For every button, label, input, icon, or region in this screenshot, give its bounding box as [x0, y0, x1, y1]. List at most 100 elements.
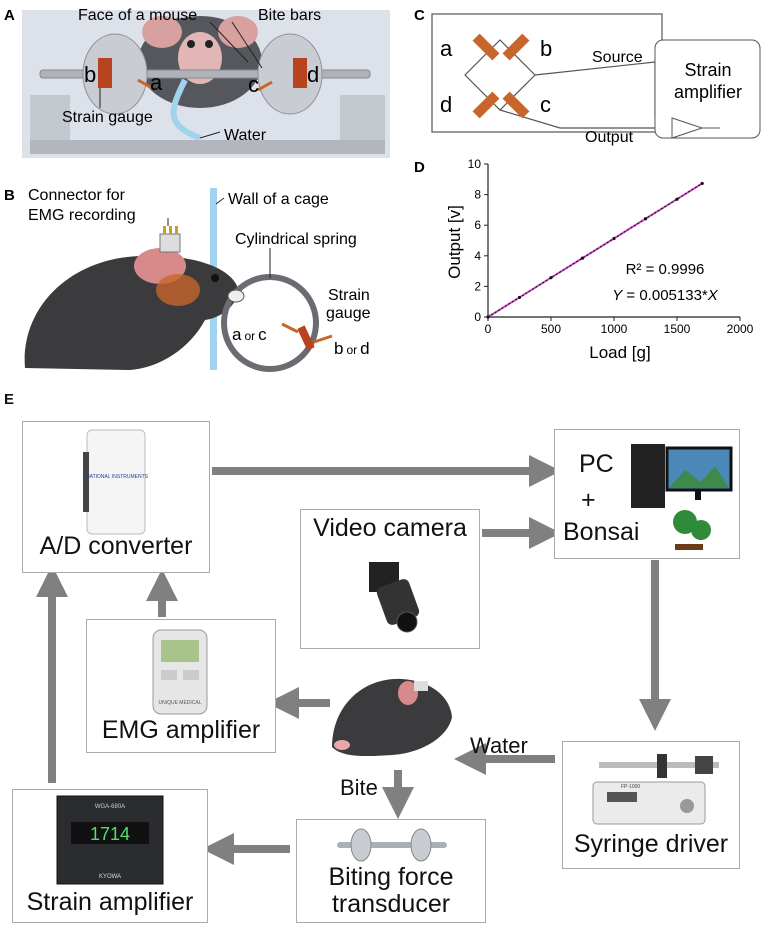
syringe-driver-box: FP-1000 Syringe driver	[562, 741, 740, 869]
amp-label-line2: amplifier	[674, 82, 742, 102]
monitor-stand	[695, 490, 701, 500]
eq-prefix: Y	[612, 287, 623, 304]
amp-label-line1: Strain	[684, 60, 731, 80]
left-cylinder	[82, 33, 148, 115]
right-cylinder	[257, 33, 323, 115]
gauge-c-label: c	[248, 72, 259, 97]
data-point	[675, 197, 679, 201]
mouse-ear-left	[142, 16, 182, 48]
arrow-bd	[313, 334, 333, 344]
arrow-ac	[281, 322, 299, 334]
source-wire	[534, 61, 656, 76]
strain-label-line2: gauge	[326, 305, 371, 322]
pc-label: PC	[579, 450, 614, 478]
transducer-label-line2: transducer	[331, 890, 451, 918]
arrow-c	[257, 80, 273, 92]
strain-device-screen	[71, 822, 149, 844]
panel-b: B Connector for EMG recording Wall of a …	[0, 178, 400, 378]
syringe-pusher	[657, 754, 667, 778]
output-label: Output	[585, 129, 634, 146]
strain-amplifier-label: Strain amplifier	[26, 888, 194, 916]
mouse-eye-right	[205, 40, 213, 48]
y-axis-label: Output [v]	[445, 205, 464, 279]
connector-label-line2: EMG recording	[28, 207, 136, 224]
arrow-a	[137, 78, 153, 90]
water-pointer	[199, 131, 221, 139]
ad-device-terminal	[83, 452, 89, 512]
data-point	[517, 295, 522, 300]
ni-brand: NATIONAL INSTRUMENTS	[86, 474, 149, 480]
transducer-box: Biting force transducer	[296, 819, 486, 923]
gauge-b-patch	[98, 58, 112, 88]
circuit-gauge-c	[502, 91, 530, 119]
strain-label-line1: Strain	[328, 287, 370, 304]
central-mouse-body	[332, 678, 452, 757]
y-tick-label: 8	[474, 188, 481, 202]
panel-b-illustration: B Connector for EMG recording Wall of a …	[4, 187, 371, 372]
r2-annotation: R² = 0.9996	[626, 261, 705, 278]
panel-a: A Face of a mouse Bite bars a b	[0, 0, 400, 170]
face-label: Face of a mouse	[78, 7, 197, 24]
water-tube	[170, 78, 202, 141]
emg-amplifier-label: EMG amplifier	[101, 716, 261, 744]
strain-device-brand: KYOWA	[99, 874, 121, 880]
bonsai-pot	[675, 544, 703, 550]
pc-illustration	[631, 444, 733, 550]
panel-e-letter: E	[4, 391, 15, 408]
panel-a-illustration: A Face of a mouse Bite bars a b	[4, 7, 390, 158]
data-point	[486, 315, 490, 319]
emg-button-2	[183, 670, 199, 680]
ac-or: or	[244, 329, 255, 343]
bd-b: b	[334, 339, 343, 358]
ac-a: a	[232, 325, 242, 344]
panel-c-circuit: C a b d c Source Output Strain amplifier	[414, 7, 761, 146]
spring-label: Cylindrical spring	[235, 231, 357, 248]
data-trace	[487, 183, 703, 318]
bd-d: d	[360, 339, 369, 358]
syringe-clamp	[695, 756, 713, 774]
source-label: Source	[592, 49, 643, 66]
syringe-display	[607, 792, 637, 802]
x-tick-label: 0	[485, 322, 492, 336]
data-point	[580, 256, 585, 260]
syringe-driver-label: Syringe driver	[573, 830, 729, 858]
central-mouse-ear	[398, 681, 418, 705]
bonsai-label: Bonsai	[563, 518, 640, 546]
wall-label: Wall of a cage	[228, 191, 329, 208]
masseter-muscle	[156, 274, 200, 306]
data-point	[549, 276, 553, 280]
panel-d-letter: D	[414, 159, 425, 176]
right-stand	[340, 95, 385, 152]
y-tick-label: 10	[468, 157, 482, 171]
circuit-label-d: d	[440, 92, 452, 117]
mouse-teeth-bite	[227, 289, 245, 303]
x-tick-label: 1500	[664, 322, 691, 336]
emg-amplifier-box: UNIQUE MEDICAL EMG amplifier	[86, 619, 276, 753]
video-camera-box: Video camera	[300, 509, 480, 649]
strain-device-display: 1714	[90, 824, 130, 844]
data-point	[643, 217, 648, 221]
y-tick-label: 4	[474, 249, 481, 263]
eq-mid: = 0.005133*	[622, 287, 708, 304]
wall-pointer	[215, 197, 225, 205]
bite-bars-pointer-1	[209, 21, 249, 63]
panel-c: C a b d c Source Output Strain amplifier	[410, 0, 765, 152]
panel-e: E NATIONAL INSTRUMENTS A/D converter	[0, 385, 765, 927]
syringe-knob	[680, 799, 694, 813]
ad-converter-device: NATIONAL INSTRUMENTS	[83, 429, 149, 535]
transducer-illustration	[337, 828, 447, 862]
x-tick-label: 500	[541, 322, 561, 336]
monitor-landscape	[669, 466, 729, 488]
transducer-cyl-right	[410, 828, 432, 862]
panel-c-letter: C	[414, 7, 425, 24]
circuit-label-b: b	[540, 36, 552, 61]
ad-converter-box: NATIONAL INSTRUMENTS A/D converter	[22, 421, 210, 573]
flow-arrows	[36, 455, 671, 865]
mouse-eye	[211, 274, 219, 282]
strain-device-model: WGA-680A	[95, 804, 125, 810]
bd-or: or	[346, 343, 357, 357]
ad-converter-label: A/D converter	[39, 532, 193, 560]
ac-c: c	[258, 325, 267, 344]
